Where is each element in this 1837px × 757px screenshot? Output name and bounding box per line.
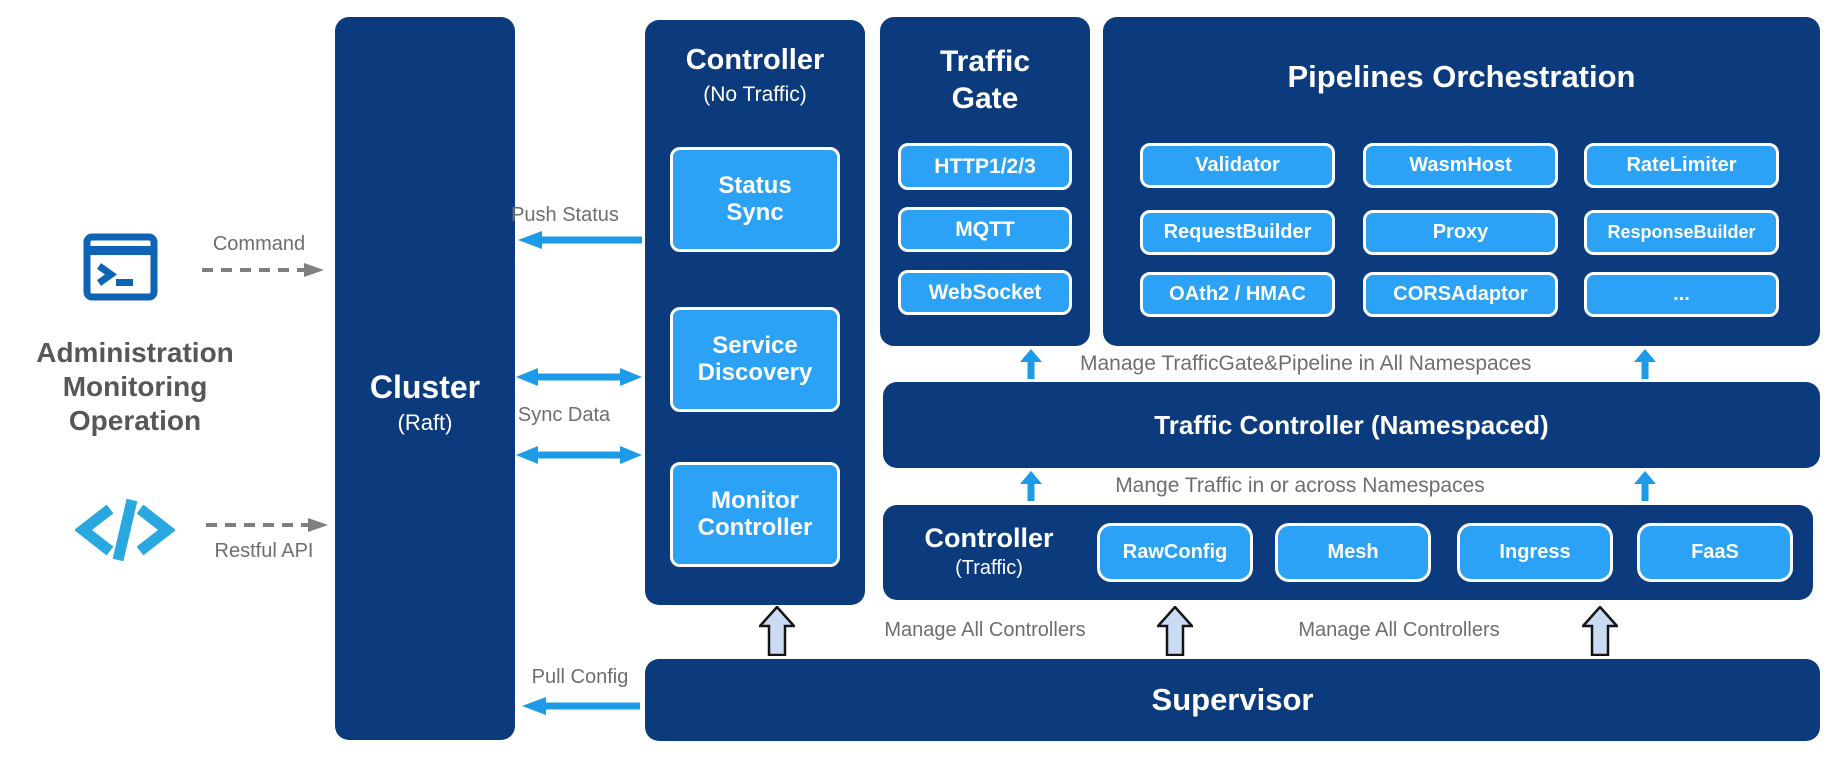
sync-data-arrow-bottom (516, 446, 642, 464)
push-status-arrow (518, 231, 642, 249)
restful-api-label: Restful API (214, 540, 314, 562)
filter-chip-corsadaptor: CORSAdaptor (1363, 272, 1558, 317)
controller-chip-faas: FaaS (1637, 523, 1793, 582)
traffic-gate-title: Traffic Gate (939, 45, 1031, 115)
supervisor-up-arrow-1 (759, 606, 795, 656)
supervisor-up-arrow-3 (1582, 606, 1618, 656)
controller-chip-ingress: Ingress (1457, 523, 1613, 582)
supervisor-bar: Supervisor (645, 659, 1820, 741)
controller-chip-mesh: Mesh (1275, 523, 1431, 582)
pull-config-label: Pull Config (531, 666, 629, 688)
supervisor-up-arrow-2 (1157, 606, 1193, 656)
cluster-box: Cluster (Raft) (335, 17, 515, 740)
controller-no-traffic-subtitle: (No Traffic) (703, 83, 807, 106)
traffic-controller-up-arrow-left (1020, 471, 1042, 501)
cluster-title: Cluster (369, 369, 481, 405)
filter-chip-more: ... (1584, 272, 1779, 317)
traffic-controller-bar: Traffic Controller (Namespaced) (883, 382, 1820, 468)
controller-no-traffic-box: Controller (No Traffic) Status Sync Serv… (645, 20, 865, 605)
manage-tg-pipeline-label: Manage TrafficGate&Pipeline in All Names… (1080, 352, 1532, 375)
filter-chip-requestbuilder: RequestBuilder (1140, 210, 1335, 255)
command-label: Command (212, 233, 306, 255)
command-dashed-arrow (202, 263, 324, 277)
controller-traffic-title: Controller (924, 523, 1054, 553)
admin-monitoring-operation-label: Administration Monitoring Operation (36, 337, 234, 436)
pipelines-up-arrow (1634, 349, 1656, 379)
cluster-subtitle: (Raft) (397, 410, 453, 435)
module-chip-status-sync: Status Sync (670, 147, 840, 252)
filter-chip-oauth-hmac: OAth2 / HMAC (1140, 272, 1335, 317)
protocol-chip-mqtt: MQTT (898, 207, 1072, 252)
traffic-gate-box: Traffic Gate HTTP1/2/3 MQTT WebSocket (880, 17, 1090, 346)
manage-all-controllers-label-left: Manage All Controllers (884, 619, 1086, 641)
controller-traffic-subtitle: (Traffic) (955, 557, 1023, 579)
push-status-label: Push Status (511, 204, 619, 226)
pipelines-orchestration-box: Pipelines Orchestration Validator WasmHo… (1103, 17, 1820, 346)
sync-data-label: Sync Data (517, 404, 611, 426)
traffic-controller-up-arrow-right (1634, 471, 1656, 501)
traffic-gate-up-arrow (1020, 349, 1042, 379)
filter-chip-validator: Validator (1140, 143, 1335, 188)
supervisor-title: Supervisor (1151, 682, 1314, 717)
filter-chip-proxy: Proxy (1363, 210, 1558, 255)
controller-no-traffic-title: Controller (685, 44, 825, 76)
pipelines-title: Pipelines Orchestration (1287, 59, 1636, 94)
manage-traffic-label: Mange Traffic in or across Namespaces (1115, 474, 1485, 497)
traffic-controller-title: Traffic Controller (Namespaced) (1154, 409, 1549, 440)
restful-api-dashed-arrow (206, 518, 328, 532)
protocol-chip-websocket: WebSocket (898, 270, 1072, 315)
module-chip-service-discovery: Service Discovery (670, 307, 840, 412)
filter-chip-wasmhost: WasmHost (1363, 143, 1558, 188)
controller-chip-rawconfig: RawConfig (1097, 523, 1253, 582)
terminal-icon (83, 233, 158, 301)
filter-chip-ratelimiter: RateLimiter (1584, 143, 1779, 188)
protocol-chip-http: HTTP1/2/3 (898, 143, 1072, 190)
sync-data-arrow-top (516, 368, 642, 386)
manage-all-controllers-label-right: Manage All Controllers (1298, 619, 1500, 641)
code-icon (75, 498, 175, 562)
pull-config-arrow (522, 697, 640, 715)
filter-chip-responsebuilder: ResponseBuilder (1584, 210, 1779, 255)
controller-traffic-box: Controller (Traffic) RawConfig Mesh Ingr… (883, 505, 1813, 600)
module-chip-monitor-controller: Monitor Controller (670, 462, 840, 567)
